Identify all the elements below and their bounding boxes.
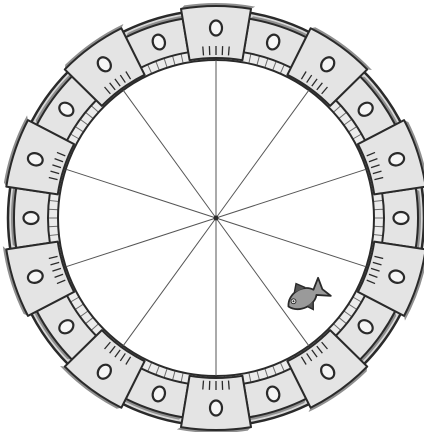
ring-block-large [181, 3, 255, 60]
ring-block-large [177, 376, 251, 432]
circle-hole-icon [210, 401, 222, 416]
ring-block-small [11, 184, 50, 248]
circle-hole-icon [394, 212, 409, 224]
tally-mark [229, 381, 230, 390]
tally-mark [203, 381, 204, 390]
hatch-tick [48, 226, 58, 227]
circle-hole-icon [24, 212, 39, 224]
ring-block-small [382, 188, 421, 252]
hatch-tick [374, 226, 384, 227]
tally-mark [229, 47, 230, 56]
circle-hole-icon [210, 21, 222, 36]
hatch-tick [374, 209, 384, 210]
tally-mark [203, 47, 204, 56]
center-pin [214, 216, 219, 221]
hatch-tick [48, 209, 58, 210]
